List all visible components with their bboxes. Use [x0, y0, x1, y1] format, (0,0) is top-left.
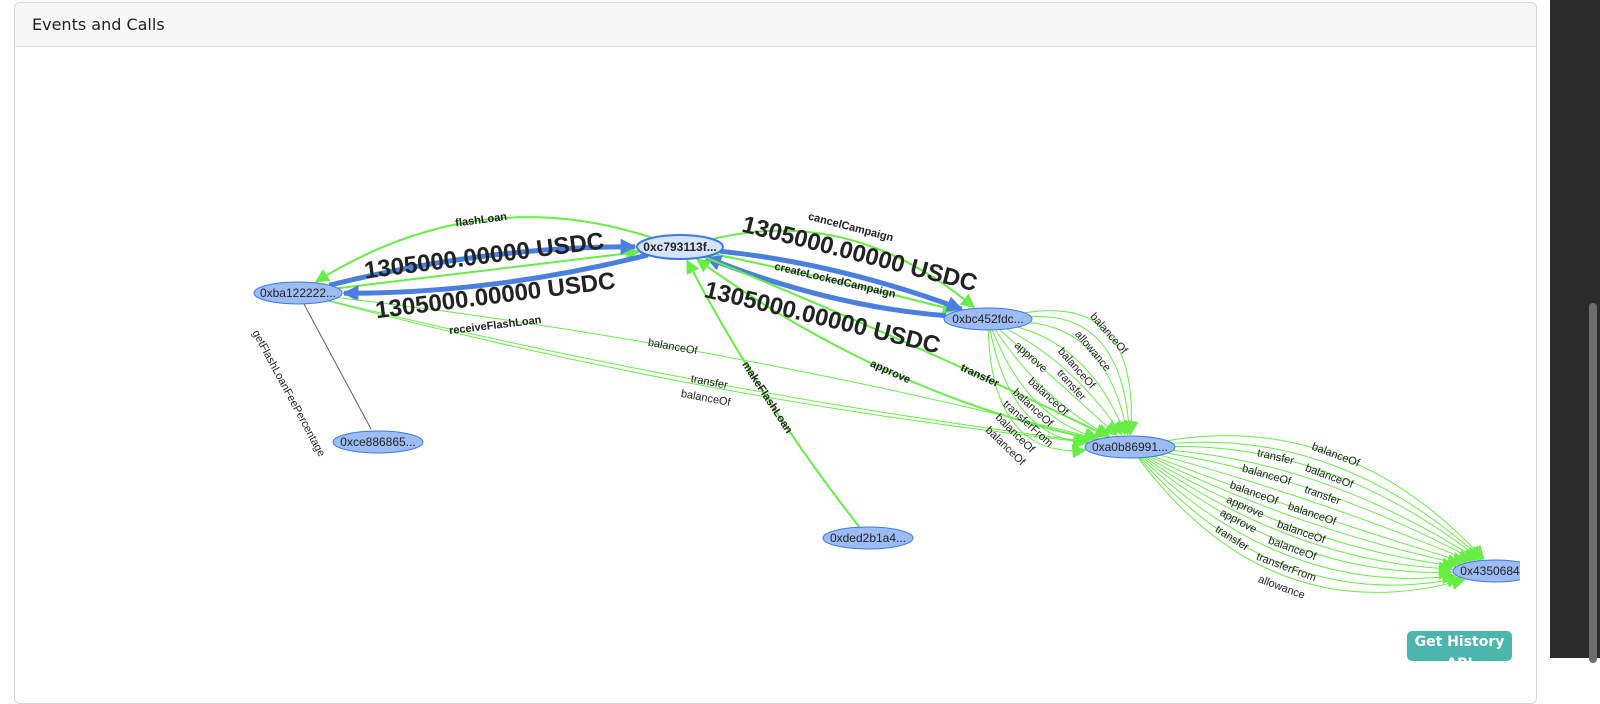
call-edge[interactable]	[1137, 457, 1466, 593]
edge-label: transfer	[1303, 484, 1342, 508]
edge-label: approve	[868, 358, 912, 387]
node-ellipse[interactable]	[253, 281, 343, 305]
call-edge[interactable]	[703, 255, 1110, 438]
call-edge[interactable]	[991, 329, 1100, 442]
edge-label: transfer	[690, 373, 729, 392]
edge-label: getFlashLoanFeePercentage	[250, 328, 328, 459]
call-edge[interactable]	[329, 300, 1090, 448]
node-label: 0xc793113f...	[643, 240, 716, 254]
call-edge[interactable]	[1153, 455, 1467, 566]
call-edge[interactable]	[1142, 457, 1453, 580]
call-edge[interactable]	[337, 246, 640, 290]
call-edge[interactable]	[999, 329, 1118, 436]
call-edge[interactable]	[1167, 452, 1477, 561]
graph-node[interactable]: 0xce886865...	[332, 430, 424, 454]
call-edge[interactable]	[989, 329, 1088, 449]
transfer-edge[interactable]	[720, 248, 964, 312]
edge-label: transfer	[959, 362, 1002, 390]
get-history-api-button[interactable]: Get History API	[1407, 631, 1512, 672]
edge-label: balanceOf	[647, 337, 699, 358]
transfer-edge[interactable]	[328, 238, 637, 288]
call-edge[interactable]	[328, 300, 1089, 448]
panel-title: Events and Calls	[32, 15, 165, 34]
node-label: 0xba122222...	[260, 286, 336, 300]
graph-node[interactable]: 0x4350684...	[1452, 559, 1520, 583]
node-label: 0xded2b1a4...	[830, 531, 906, 545]
call-edge[interactable]	[303, 303, 372, 430]
graph-node[interactable]: 0xc793113f...	[636, 234, 724, 260]
events-and-calls-panel: Events and Calls	[14, 2, 1537, 704]
call-edge[interactable]	[994, 329, 1111, 437]
panel-header: Events and Calls	[15, 3, 1536, 47]
transfer-edge[interactable]	[342, 252, 649, 302]
node-ellipse[interactable]	[636, 234, 724, 260]
call-edge[interactable]	[1024, 310, 1139, 436]
call-edge[interactable]	[1172, 450, 1479, 561]
call-edge[interactable]	[1172, 441, 1483, 561]
node-ellipse[interactable]	[1452, 559, 1520, 583]
call-edge[interactable]	[1006, 328, 1123, 436]
edges-layer	[303, 216, 1485, 593]
call-edge[interactable]	[1139, 457, 1462, 588]
scrollbar-thumb[interactable]	[1589, 303, 1597, 663]
node-ellipse[interactable]	[1084, 435, 1176, 459]
call-edge[interactable]	[1140, 457, 1457, 585]
edge-label: receiveFlashLoan	[448, 314, 542, 337]
call-edge[interactable]	[1166, 435, 1485, 560]
call-edge[interactable]	[1147, 456, 1457, 572]
call-edge[interactable]	[714, 253, 957, 315]
node-ellipse[interactable]	[332, 430, 424, 454]
edge-label: flashLoan	[455, 211, 508, 230]
graph-node[interactable]: 0xa0b86991...	[1084, 435, 1176, 459]
node-label: 0xce886865...	[340, 435, 415, 449]
call-edge[interactable]	[987, 329, 1087, 459]
graph-node[interactable]: 0xded2b1a4...	[822, 526, 914, 550]
call-edge[interactable]	[1030, 316, 1136, 436]
call-edge[interactable]	[1150, 456, 1462, 569]
nodes-layer: 0xba122222... 0xc793113f... 0xbc452fdc... 0…	[253, 234, 1520, 583]
call-edge[interactable]	[1174, 445, 1482, 561]
node-ellipse[interactable]	[943, 307, 1033, 331]
edge-label: makeFlashLoan	[739, 359, 794, 436]
node-label: 0xa0b86991...	[1092, 440, 1168, 454]
call-edge[interactable]	[1159, 454, 1472, 563]
graph-node[interactable]: 0xba122222...	[253, 281, 343, 305]
call-edge[interactable]	[314, 216, 653, 283]
node-ellipse[interactable]	[822, 526, 914, 550]
call-edge[interactable]	[1017, 326, 1127, 436]
call-edge[interactable]	[712, 229, 975, 309]
call-edge[interactable]	[1144, 456, 1453, 576]
call-edge[interactable]	[337, 297, 1099, 443]
edge-label: approve	[1012, 340, 1050, 376]
call-edge[interactable]	[1029, 322, 1132, 436]
edge-label: transfer	[1256, 447, 1295, 467]
graph-node[interactable]: 0xbc452fdc...	[943, 307, 1033, 331]
node-label: 0x4350684...	[1460, 564, 1520, 578]
node-label: 0xbc452fdc...	[952, 312, 1023, 326]
